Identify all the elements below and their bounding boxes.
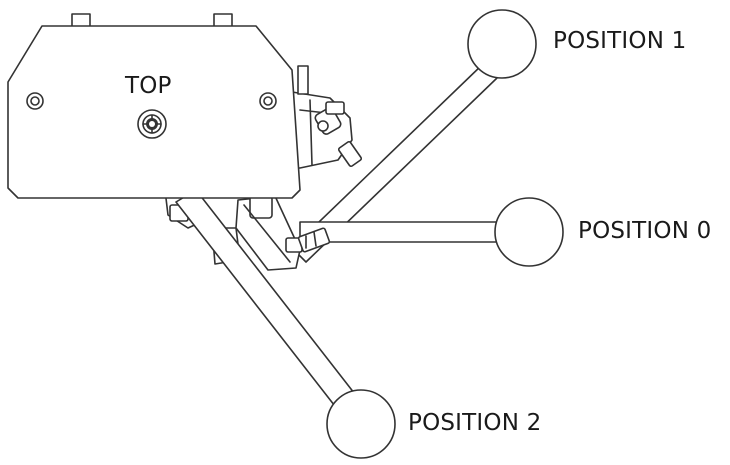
position-1-label: POSITION 1 [553,28,687,54]
top-housing [7,13,309,199]
lever-hub [235,195,331,271]
housing-side-tab [297,65,309,95]
knob-position-1 [467,9,537,79]
top-label: TOP [125,73,172,99]
knob-position-2 [326,389,396,459]
knob-position-0 [494,197,564,267]
lever-arm-position-0 [299,221,501,243]
mounting-screw-right [259,92,277,110]
center-bolt [137,109,167,139]
position-0-label: POSITION 0 [578,218,712,244]
mounting-screw-left [26,92,44,110]
position-2-label: POSITION 2 [408,410,542,436]
